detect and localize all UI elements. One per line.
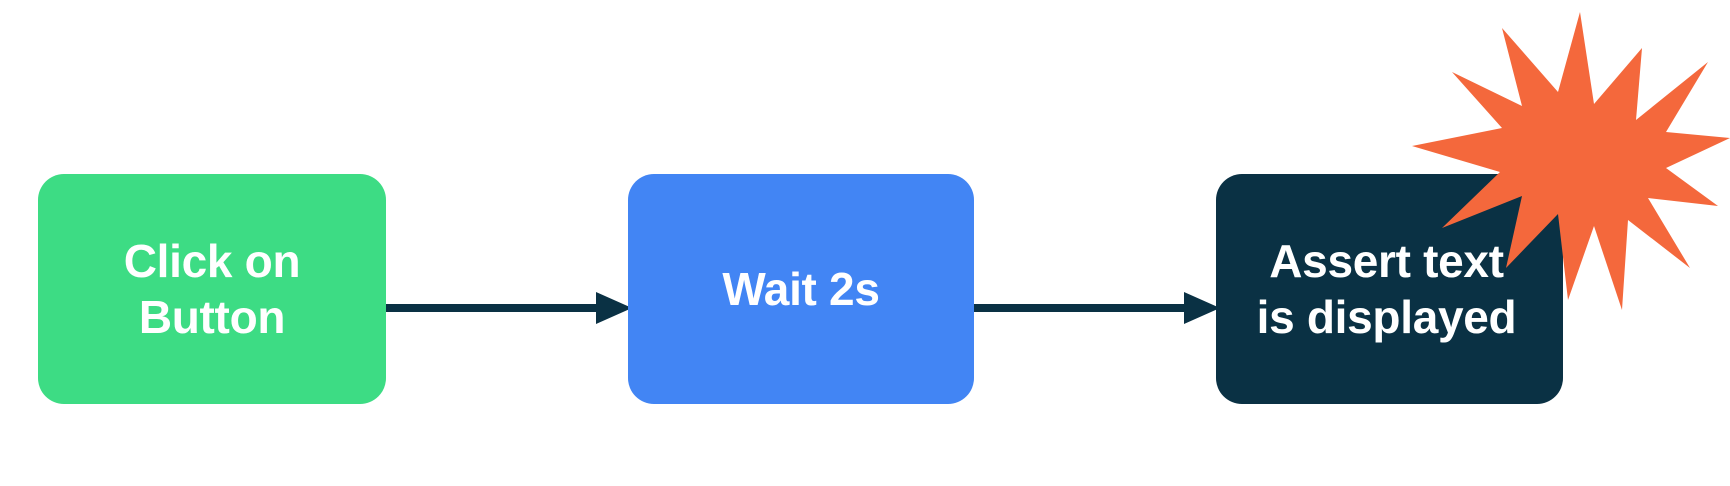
node-click-on-button-label: Click on Button [123,234,301,343]
node-wait-2s[interactable]: Wait 2s [628,174,974,404]
node-assert-text-is-displayed[interactable]: Assert text is displayed [1216,174,1563,404]
node-click-on-button[interactable]: Click on Button [38,174,386,404]
arrowhead-icon [1184,292,1220,324]
connector-click-to-wait [384,292,632,324]
node-assert-text-is-displayed-label: Assert text is displayed [1256,234,1517,343]
node-wait-2s-label: Wait 2s [722,262,880,315]
arrowhead-icon [596,292,632,324]
connector-wait-to-assert [972,292,1220,324]
